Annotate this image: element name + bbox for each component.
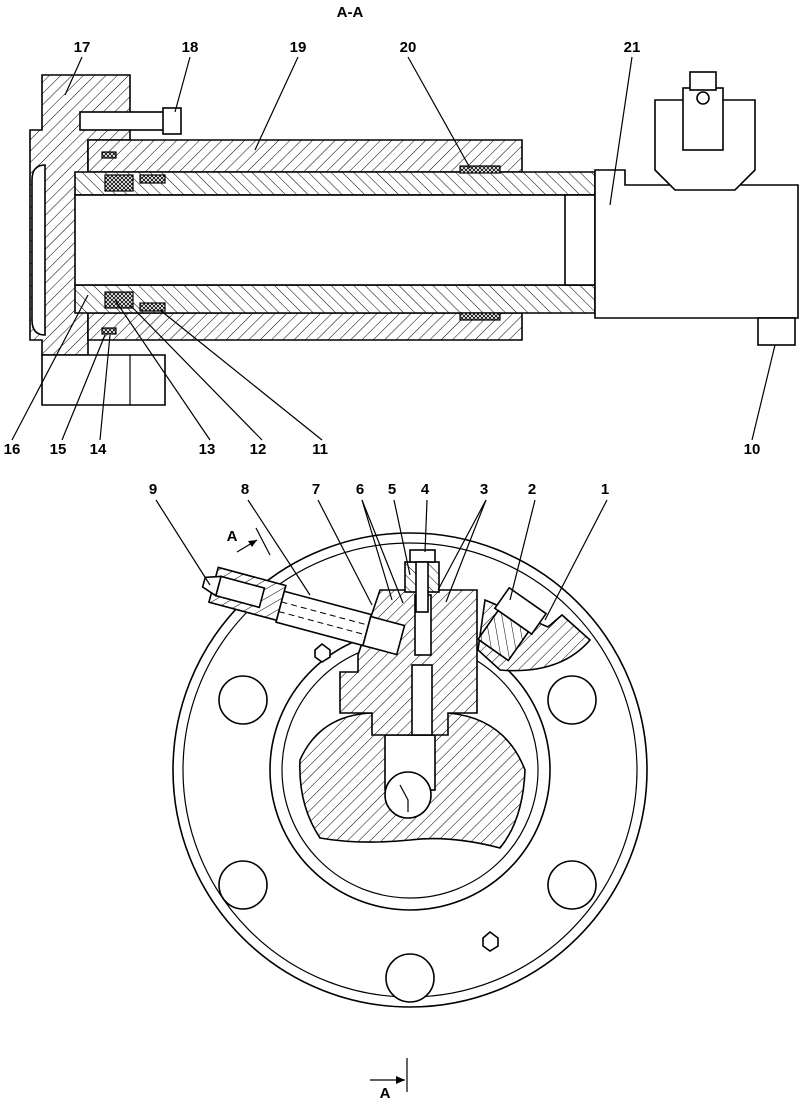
bottom-fitting: [757, 317, 796, 346]
stem-channel: [411, 664, 433, 736]
cylinder-body: [594, 169, 799, 319]
leader-line-7: [317, 499, 373, 606]
seal: [459, 312, 501, 321]
callout-4: 4: [421, 481, 430, 498]
leader-line-3: [437, 499, 487, 591]
bolt-hole: [218, 675, 268, 725]
leader-line-16: [11, 294, 89, 441]
hex-nut: [314, 642, 331, 663]
leader-line-2: [509, 499, 536, 601]
callout-7: 7: [312, 481, 320, 498]
bolt-hole: [218, 860, 268, 910]
leader-line-1: [544, 499, 608, 621]
seal: [139, 302, 166, 312]
callout-15: 15: [50, 441, 67, 458]
callout-19: 19: [290, 39, 307, 56]
seal: [101, 327, 117, 335]
leader-line-10: [751, 344, 776, 441]
callout-3: 3: [480, 481, 488, 498]
section-marker-bottom: A: [380, 1085, 391, 1100]
callout-20: 20: [400, 39, 417, 56]
outer-tube-lower: [87, 312, 523, 341]
callout-11: 11: [312, 441, 328, 458]
fitting-body: [476, 609, 530, 662]
callout-18: 18: [182, 39, 199, 56]
flange-lower-block: [41, 354, 166, 406]
callout-16: 16: [4, 441, 21, 458]
seal: [104, 174, 134, 192]
section-title: A-A: [337, 4, 364, 21]
leader-line-5: [393, 499, 411, 576]
callout-10: 10: [744, 441, 761, 458]
bolt-head: [162, 107, 182, 135]
leader-line-4: [424, 499, 428, 553]
callout-2: 2: [528, 481, 536, 498]
leader-line-15: [61, 334, 106, 441]
callout-8: 8: [241, 481, 249, 498]
bolt: [79, 111, 166, 131]
rod-end: [564, 194, 596, 286]
callout-9: 9: [149, 481, 157, 498]
callout-6: 6: [356, 481, 364, 498]
top-fitting-hole: [696, 91, 710, 105]
leader-line-19: [254, 56, 299, 151]
bolt-hole: [385, 953, 435, 1003]
callout-14: 14: [90, 441, 107, 458]
leader-line-8: [247, 499, 311, 596]
leader-line-20: [407, 56, 471, 169]
leader-line-14: [99, 334, 111, 441]
bolt-hole: [547, 675, 597, 725]
leader-line-18: [174, 56, 191, 113]
leader-line-17: [64, 56, 83, 96]
leader-line-11: [159, 309, 323, 441]
leader-line-13: [114, 299, 211, 441]
leader-line-3: [445, 499, 487, 603]
bolt-hole: [547, 860, 597, 910]
disc-pin: [384, 771, 432, 819]
injector-nozzle: [361, 615, 406, 656]
leader-line-6: [361, 499, 393, 601]
seal: [459, 165, 501, 174]
flange-recess: [31, 164, 46, 336]
leader-line-6: [361, 499, 404, 604]
section-view-a-a: [29, 71, 799, 406]
plug-head: [409, 549, 436, 563]
callout-17: 17: [74, 39, 91, 56]
hex-nut: [482, 930, 499, 952]
plan-view: A A: [172, 527, 648, 1100]
bore: [74, 194, 596, 286]
seal: [101, 151, 117, 159]
leader-line-21: [609, 56, 633, 206]
leader-line-12: [129, 304, 263, 441]
seal: [139, 174, 166, 184]
callout-5: 5: [388, 481, 396, 498]
plug-pin: [415, 561, 429, 613]
section-marker-top: A: [227, 528, 238, 545]
seal: [104, 291, 134, 309]
callout-21: 21: [624, 39, 641, 56]
callout-1: 1: [601, 481, 609, 498]
callout-13: 13: [199, 441, 216, 458]
callout-12: 12: [250, 441, 267, 458]
top-fitting-nut: [689, 71, 717, 91]
leader-line-9: [155, 499, 211, 586]
